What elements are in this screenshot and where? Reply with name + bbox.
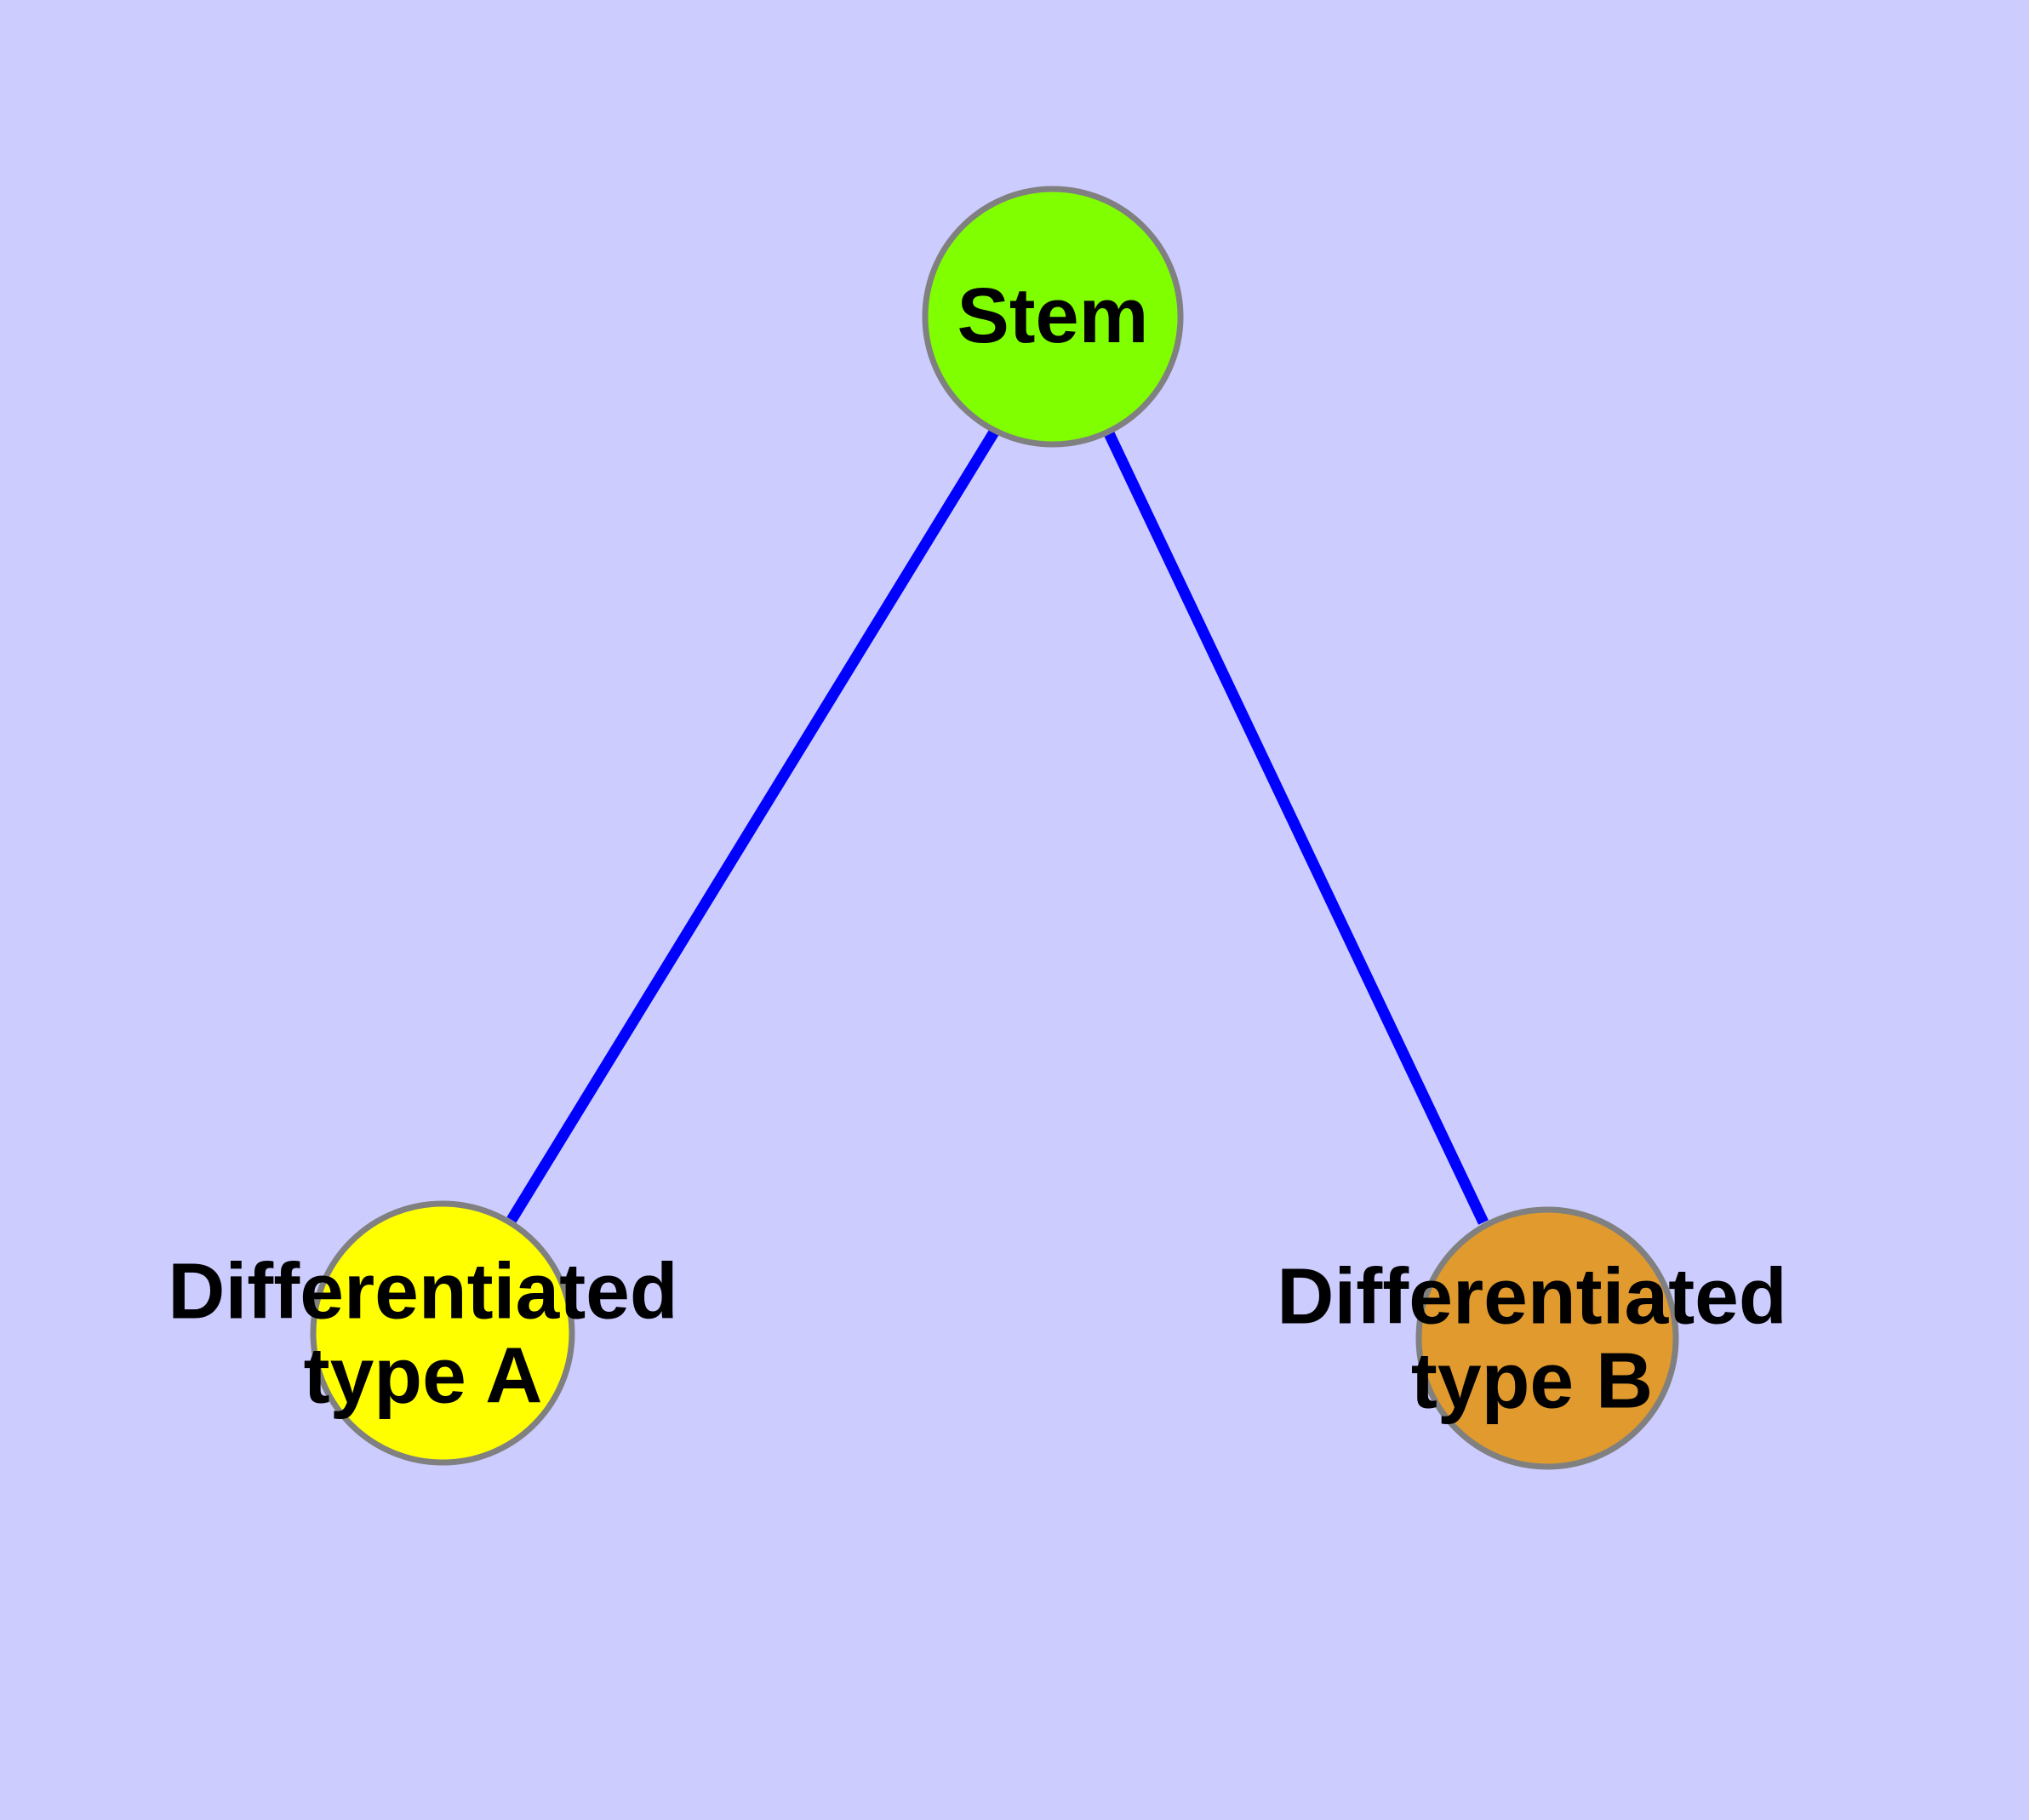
node-differentiated-type-b[interactable] — [1415, 1206, 1679, 1470]
node-layer — [310, 186, 1679, 1470]
edge-layer — [506, 427, 1489, 1225]
edge-stem-to-diff-b[interactable] — [1103, 429, 1489, 1225]
node-differentiated-type-a[interactable] — [310, 1200, 575, 1466]
node-stem[interactable] — [922, 186, 1184, 448]
edge-stem-to-diff-a[interactable] — [506, 427, 1000, 1223]
